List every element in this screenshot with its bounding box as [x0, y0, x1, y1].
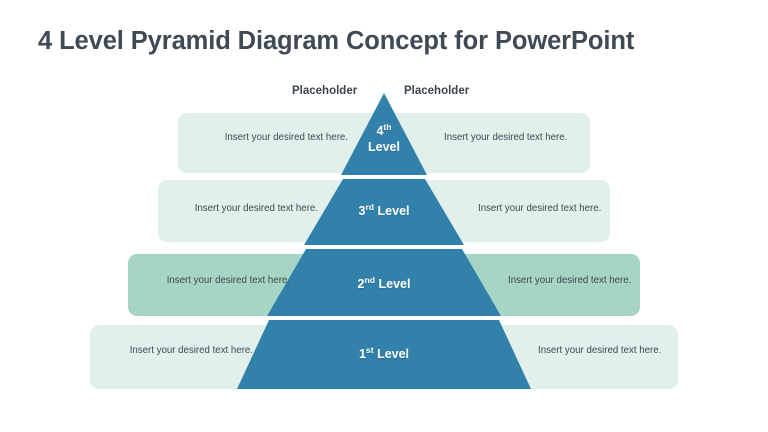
level-1-label: Level — [377, 347, 410, 361]
level-2-right-text[interactable]: Insert your desired text here. — [508, 275, 632, 286]
level-1-left-text[interactable]: Insert your desired text here. — [129, 345, 253, 356]
level-1-right-text[interactable]: Insert your desired text here. — [538, 345, 662, 356]
level-3-right-text[interactable]: Insert your desired text here. — [478, 203, 602, 214]
level-3-left-text[interactable]: Insert your desired text here. — [194, 203, 318, 214]
page-title: 4 Level Pyramid Diagram Concept for Powe… — [38, 27, 635, 55]
level-2-left-text[interactable]: Insert your desired text here. — [166, 275, 290, 286]
level-1-ordinal: st — [365, 344, 374, 355]
level-4-caption: 4th Level — [348, 121, 420, 155]
level-2-number: 2 — [357, 277, 365, 291]
level-3-caption: 3rd Level — [324, 201, 444, 220]
pyramid-slice-level-1[interactable] — [237, 320, 531, 389]
level-4-left-text[interactable]: Insert your desired text here. — [224, 132, 348, 143]
level-1-caption: 1st Level — [324, 344, 444, 363]
level-3-ordinal: rd — [365, 201, 375, 212]
level-4-label: Level — [368, 139, 400, 154]
level-3-label: Level — [377, 204, 410, 218]
placeholder-header-left: Placeholder — [292, 85, 358, 97]
pyramid-slice-level-3[interactable] — [304, 179, 464, 245]
level-2-caption: 2nd Level — [324, 274, 444, 293]
level-2-ordinal: nd — [364, 274, 376, 285]
level-1-number: 1 — [358, 347, 366, 361]
level-4-ordinal: th — [383, 121, 392, 132]
level-4-right-text[interactable]: Insert your desired text here. — [444, 132, 568, 143]
level-4-number: 4 — [376, 124, 384, 138]
pyramid-slice-level-4[interactable] — [341, 93, 427, 175]
level-2-label: Level — [378, 277, 411, 291]
level-3-number: 3 — [358, 204, 366, 218]
placeholder-header-right: Placeholder — [404, 85, 470, 97]
pyramid-slice-level-2[interactable] — [267, 249, 501, 316]
